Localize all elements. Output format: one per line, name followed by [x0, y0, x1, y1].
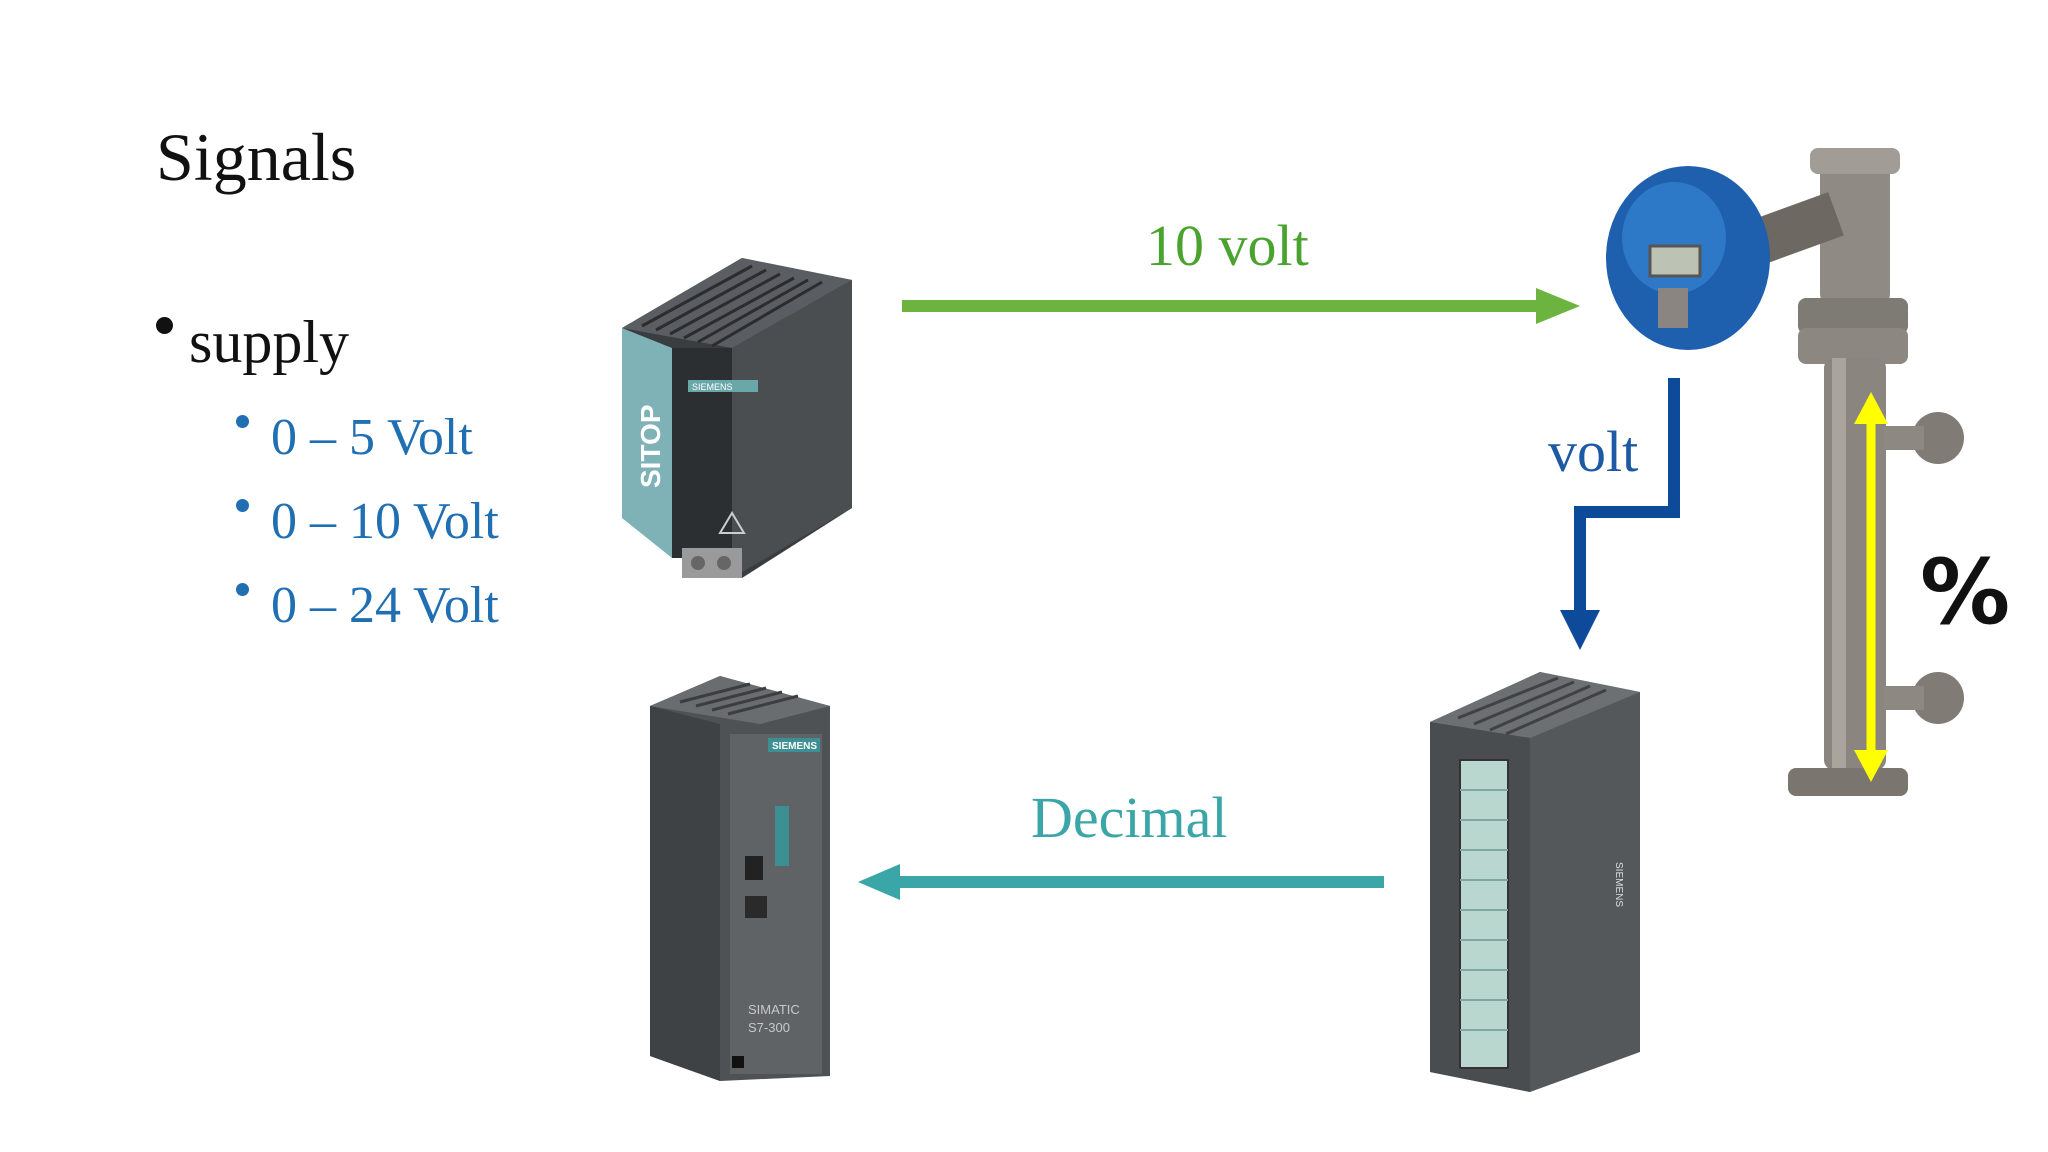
- green-arrow: [902, 288, 1580, 324]
- bullet-dot: [156, 317, 173, 334]
- slide-title: Signals: [156, 119, 357, 195]
- level-yellow-arrow: [1854, 392, 1888, 782]
- analog-module-brand: SIEMENS: [1613, 862, 1624, 907]
- sub-bullet-dot: [236, 415, 249, 428]
- power-supply-brand: SIEMENS: [692, 382, 733, 392]
- sitop-label: SITOP: [635, 404, 666, 488]
- sitop-power-supply-image: SITOP SIEMENS: [622, 258, 852, 578]
- cpu-model: S7-300: [748, 1020, 790, 1035]
- sub-bullet-3: 0 – 24 Volt: [236, 576, 499, 635]
- sub-bullet-2: 0 – 10 Volt: [236, 492, 499, 551]
- arrow-label-decimal: Decimal: [1031, 785, 1228, 850]
- sub-bullet-text: 0 – 5 Volt: [271, 409, 473, 466]
- cpu-series: SIMATIC: [748, 1002, 800, 1017]
- sub-bullet-1: 0 – 5 Volt: [236, 408, 473, 467]
- blue-step-arrow: [1560, 378, 1680, 650]
- sub-bullet-dot: [236, 499, 249, 512]
- bullet-supply-text: supply: [189, 309, 350, 375]
- sub-bullet-text: 0 – 10 Volt: [271, 493, 499, 550]
- arrow-label-volt: volt: [1548, 419, 1639, 484]
- level-percent-label: %: [1920, 540, 2011, 645]
- cpu-module-image: SIEMENS SIMATIC S7-300: [650, 676, 830, 1081]
- bullet-supply: supply: [156, 308, 349, 377]
- teal-arrow: [858, 864, 1384, 900]
- arrow-label-10-volt: 10 volt: [1146, 213, 1309, 278]
- sub-bullet-text: 0 – 24 Volt: [271, 577, 499, 634]
- analog-input-module-image: SIEMENS: [1430, 672, 1640, 1092]
- cpu-brand: SIEMENS: [772, 741, 817, 752]
- sub-bullet-dot: [236, 583, 249, 596]
- level-transmitter-image: [1606, 148, 1964, 796]
